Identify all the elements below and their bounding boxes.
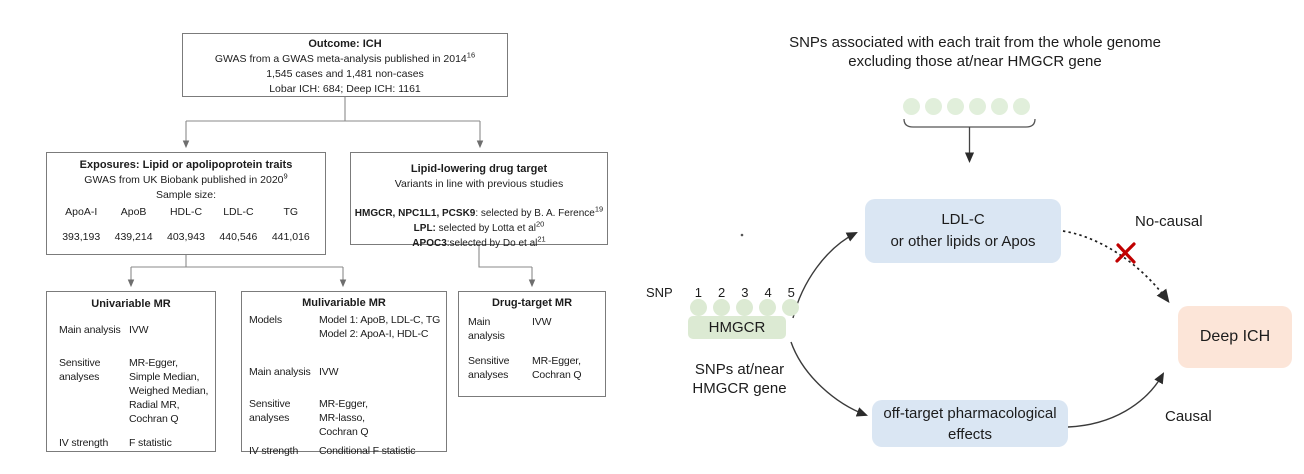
snp-dot xyxy=(782,299,799,316)
trait-name: ApoB xyxy=(120,206,147,218)
causal-label: Causal xyxy=(1165,408,1212,425)
variant-row: APOC3:selected by Do et al21 xyxy=(412,234,546,249)
multivariable-mr-box: Mulivariable MR Models Model 1: ApoB, LD… xyxy=(241,291,447,457)
sample-size-value: 440,546 xyxy=(219,231,258,243)
drug-target-box: Lipid-lowering drug target Variants in l… xyxy=(350,152,608,249)
deep-ich-box: Deep ICH xyxy=(1178,306,1292,368)
snp-dot xyxy=(947,98,964,115)
univariable-row: Sensitive analyses MR-Egger, Simple Medi… xyxy=(59,357,209,425)
snp-dot xyxy=(690,299,707,316)
multivariable-row: Sensitive analyses MR-Egger, MR-lasso, C… xyxy=(249,398,369,438)
multivariable-row: Main analysis IVW xyxy=(249,366,339,378)
causal-arrow xyxy=(1067,372,1165,428)
snp-dot xyxy=(991,98,1008,115)
trait-name: ApoA-I xyxy=(65,206,98,218)
outcome-line1: GWAS from a GWAS meta-analysis published… xyxy=(214,50,476,65)
drug-target-title: Lipid-lowering drug target xyxy=(410,163,548,175)
outcome-box: Outcome: ICH GWAS from a GWAS meta-analy… xyxy=(182,33,508,97)
red-x-icon xyxy=(1115,242,1136,264)
ref-20: 20 xyxy=(535,219,545,229)
drug-target-mr-row: Sensitive analyses MR-Egger, Cochran Q xyxy=(468,355,582,381)
snp-dot xyxy=(903,98,920,115)
drug-target-mr-title: Drug-target MR xyxy=(491,297,573,309)
univariable-mr-box: Univariable MR Main analysis IVW Sensiti… xyxy=(46,291,216,452)
drug-target-subtitle: Variants in line with previous studies xyxy=(394,178,564,190)
univariable-title: Univariable MR xyxy=(91,298,171,310)
snp-number-row: SNP 1 2 3 4 5 xyxy=(646,283,795,302)
sample-size-value: 439,214 xyxy=(114,231,153,243)
snp-number: 1 xyxy=(694,285,702,300)
outcome-line2: 1,545 cases and 1,481 non-cases xyxy=(266,68,424,80)
snp-dot xyxy=(969,98,986,115)
ldl-box: LDL-C or other lipids or Apos xyxy=(865,199,1061,263)
drug-target-mr-row: Main analysis IVW xyxy=(468,316,552,342)
ref-9: 9 xyxy=(283,171,288,181)
snp-number: 2 xyxy=(717,285,726,300)
exposures-box: Exposures: Lipid or apolipoprotein trait… xyxy=(46,152,326,255)
no-causal-label: No-causal xyxy=(1135,213,1203,230)
bracket-icon xyxy=(903,118,1036,128)
multivariable-title: Mulivariable MR xyxy=(302,297,386,309)
sample-size-label: Sample size: xyxy=(155,189,217,201)
snp-dot xyxy=(759,299,776,316)
trait-name: TG xyxy=(283,206,299,218)
snp-dot xyxy=(736,299,753,316)
snp-dot xyxy=(713,299,730,316)
sample-size-row: 393,193 439,214 403,943 440,546 441,016 xyxy=(47,231,325,243)
snp-dot xyxy=(1013,98,1030,115)
genome-snp-dots xyxy=(903,98,1030,115)
drug-target-mr-box: Drug-target MR Main analysis IVW Sensiti… xyxy=(458,291,606,397)
snp-number: 4 xyxy=(764,285,772,300)
hmgcr-to-ldl-arrow xyxy=(792,232,858,319)
snp-number: 3 xyxy=(741,285,749,300)
ref-21: 21 xyxy=(537,234,546,244)
outcome-title: Outcome: ICH xyxy=(308,38,382,50)
exposures-title: Exposures: Lipid or apolipoprotein trait… xyxy=(79,159,293,171)
hmgcr-snp-dots xyxy=(690,299,799,316)
univariable-row: Main analysis IVW xyxy=(59,324,149,336)
ref-16: 16 xyxy=(466,50,476,60)
outcome-line3: Lobar ICH: 684; Deep ICH: 1161 xyxy=(269,83,421,95)
sample-size-value: 403,943 xyxy=(167,231,205,243)
stray-dot xyxy=(740,233,744,237)
univariable-row: IV strength F statistic xyxy=(59,437,172,449)
sample-size-value: 441,016 xyxy=(271,231,310,243)
snp-dot xyxy=(925,98,942,115)
trait-name: HDL-C xyxy=(169,206,203,218)
trait-name: LDL-C xyxy=(223,206,254,218)
multivariable-row: Models Model 1: ApoB, LDL-C, TG Model 2:… xyxy=(249,314,441,340)
snps-at-near-label: SNPs at/near HMGCR gene xyxy=(692,361,787,397)
variant-row: HMGCR, NPC1L1, PCSK9: selected by B. A. … xyxy=(354,204,604,219)
diagram-title: SNPs associated with each trait from the… xyxy=(789,34,1161,70)
snp-label: SNP xyxy=(646,285,673,300)
multivariable-row: IV strength Conditional F statistic xyxy=(249,445,416,457)
snp-number: 5 xyxy=(787,285,795,300)
trait-header-row: ApoA-I ApoB HDL-C LDL-C TG xyxy=(47,206,325,218)
ref-19: 19 xyxy=(594,204,604,214)
hmgcr-gene-box: HMGCR xyxy=(688,316,786,339)
no-causal-dotted-arrow xyxy=(1062,230,1170,304)
exposures-subtitle: GWAS from UK Biobank published in 20209 xyxy=(84,171,288,186)
variant-row: LPL: selected by Lotta et al20 xyxy=(413,219,545,234)
sample-size-value: 393,193 xyxy=(62,231,101,243)
offtarget-box: off-target pharmacological effects xyxy=(872,400,1068,447)
